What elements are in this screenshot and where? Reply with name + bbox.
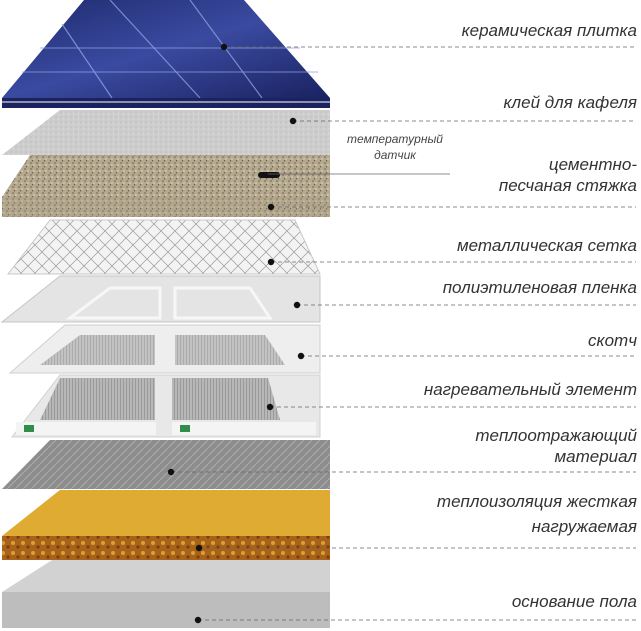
layer-metal-mesh	[6, 219, 321, 275]
cement-label-line2: песчаная стяжка	[498, 176, 637, 195]
layer-heating-element	[10, 374, 321, 438]
label-tape: скотч	[588, 331, 637, 350]
label-polyethylene-film: полиэтиленовая пленка	[442, 278, 637, 297]
sensor-label-line2: датчик	[374, 148, 416, 162]
layer-reflective-material	[2, 440, 330, 489]
label-heating-element: нагревательный элемент	[423, 380, 637, 399]
sensor-icon	[258, 172, 280, 178]
layer-rigid-insulation	[2, 490, 330, 560]
sensor-label-line1: температурный	[347, 132, 443, 146]
label-metal-mesh: металлическая сетка	[456, 236, 637, 255]
label-cement-screed: цементно- песчаная стяжка	[499, 154, 637, 196]
layer-polyethylene-film	[0, 275, 321, 323]
label-reflective-material: теплоотражающий материал	[475, 425, 637, 467]
reflective-label-line2: материал	[554, 447, 638, 466]
label-floor-base: основание пола	[511, 592, 637, 611]
label-rigid-insulation: теплоизоляция жесткая нагружаемая	[437, 491, 637, 537]
label-temperature-sensor: температурный датчик	[330, 131, 460, 163]
layer-ceramic-tile	[2, 0, 330, 108]
label-tile-adhesive: клей для кафеля	[503, 93, 637, 112]
cement-label-line1: цементно-	[548, 155, 637, 174]
layer-floor-base	[2, 555, 330, 628]
insulation-label-line2: нагружаемая	[531, 517, 637, 536]
leader-lines	[167, 43, 636, 624]
label-ceramic-tile: керамическая плитка	[461, 21, 637, 40]
layer-cement-screed	[2, 155, 330, 217]
insulation-label-line1: теплоизоляция жесткая	[436, 492, 637, 511]
layer-tile-adhesive	[2, 110, 330, 155]
layer-tape	[8, 324, 321, 374]
reflective-label-line1: теплоотражающий	[475, 426, 637, 445]
